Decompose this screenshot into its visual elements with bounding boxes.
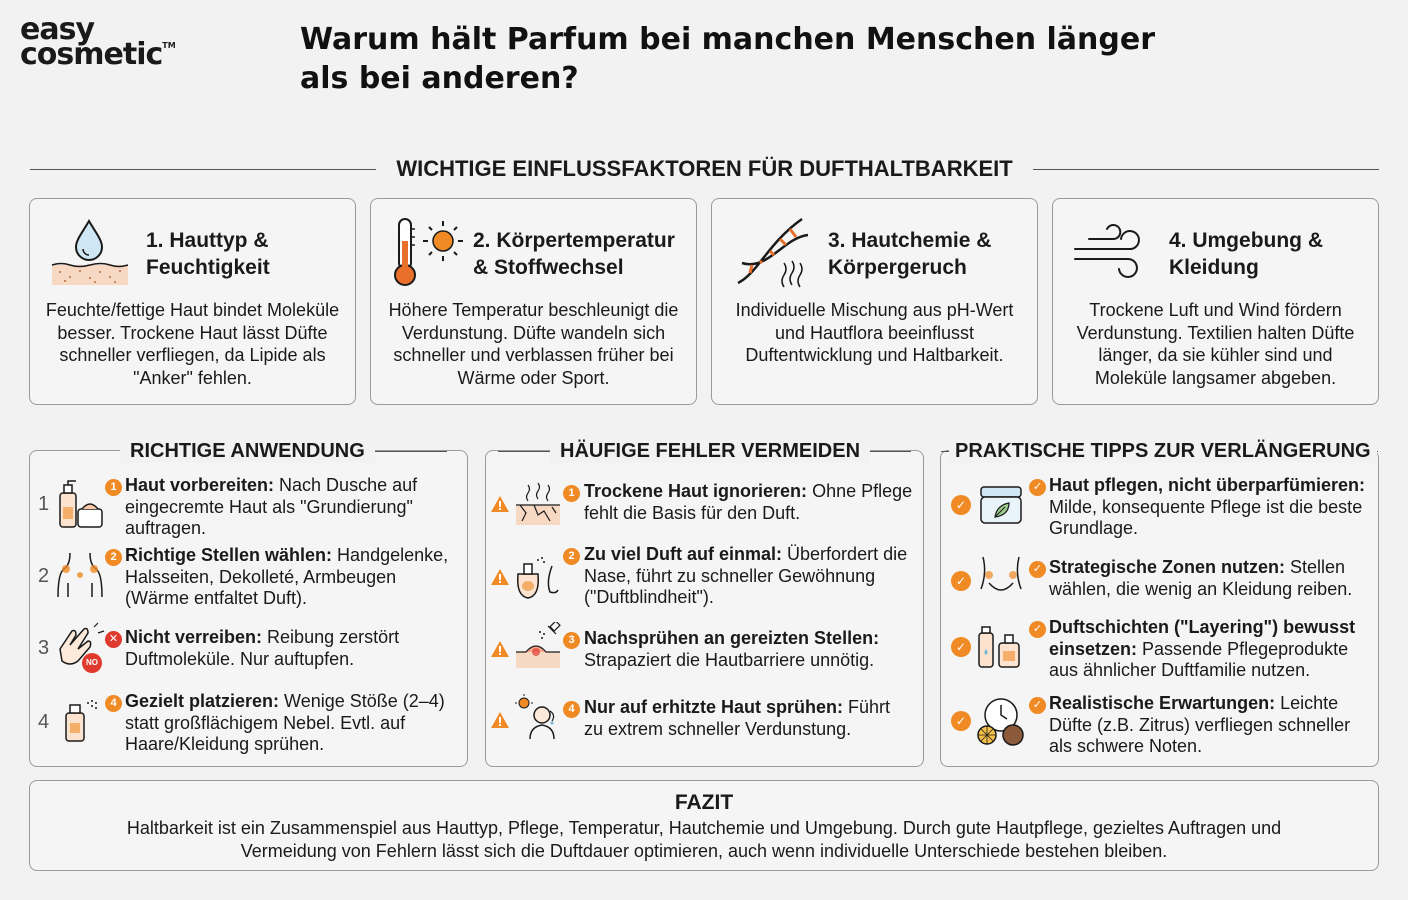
logo-line2: cosmetic	[20, 36, 163, 72]
page-title: Warum hält Parfum bei manchen Menschen l…	[300, 22, 1156, 96]
mistake-item-text: Zu viel Duft auf einmal: Überfordert die…	[584, 544, 908, 607]
application-item-text: Gezielt platzieren: Wenige Stöße (2–4) s…	[125, 691, 445, 754]
perfume-nose-icon	[516, 557, 559, 599]
clock-citrus-icon	[977, 698, 1024, 746]
mistake-marker: 1	[563, 485, 580, 502]
logo-tm: TM	[162, 40, 176, 50]
factor-description: Trockene Luft und Wind fördern Verdunstu…	[1076, 300, 1355, 388]
lotion-bottle-icon	[59, 480, 103, 528]
conclusion-heading: FAZIT	[674, 791, 734, 814]
factor-card-skin-type: 1. Hauttyp & Feuchtigkeit Feuchte/fettig…	[29, 198, 356, 405]
check-icon: ✓	[1029, 479, 1046, 496]
tip-item-text: Haut pflegen, nicht überparfümieren: Mil…	[1049, 475, 1366, 538]
factor-description: Feuchte/fettige Haut bindet Moleküle bes…	[45, 300, 340, 388]
factors-section-heading: WICHTIGE EINFLUSSFAKTOREN FÜR DUFTHALTBA…	[30, 154, 1380, 184]
mistake-marker: 4	[563, 701, 580, 718]
tip-item-text: Strategische Zonen nutzen: Stellen wähle…	[1049, 557, 1353, 599]
warning-icon	[491, 712, 509, 728]
wind-icon	[1074, 224, 1140, 278]
factors-heading-text: WICHTIGE EINFLUSSFAKTOREN FÜR DUFTHALTBA…	[396, 156, 1013, 181]
hot-person-icon	[515, 694, 555, 740]
water-drop-skin-icon	[51, 219, 129, 285]
application-item-text: Nicht verreiben: Reibung zerstört Duftmo…	[125, 627, 400, 669]
step-marker: 1	[105, 479, 122, 496]
irritated-skin-icon	[516, 622, 561, 668]
mistake-item-text: Nur auf erhitzte Haut sprühen: Führt zu …	[584, 697, 891, 739]
dry-skin-icon	[516, 482, 560, 525]
body-points-icon	[57, 552, 103, 598]
factor-card-environment: 4. Umgebung & Kleidung Trockene Luft und…	[1052, 198, 1379, 405]
neck-icon	[980, 556, 1022, 591]
step-marker: 2	[105, 549, 122, 566]
factor-card-skin-chemistry: 3. Hautchemie & Körpergeruch Individuell…	[711, 198, 1038, 405]
application-panel: RICHTIGE ANWENDUNG 1 1 Haut vorbereiten:…	[29, 439, 468, 767]
application-item-text: Richtige Stellen wählen: Handgelenke, Ha…	[125, 545, 449, 608]
application-heading: RICHTIGE ANWENDUNG	[120, 439, 375, 463]
step-marker: 4	[105, 695, 122, 712]
conclusion-text: Haltbarkeit ist ein Zusammenspiel aus Ha…	[126, 818, 1282, 861]
factor-description: Höhere Temperatur beschleunigt die Verdu…	[388, 300, 679, 388]
mistake-marker: 3	[563, 632, 580, 649]
item-number: 4	[38, 711, 50, 733]
check-icon: ✓	[951, 637, 971, 657]
factor-title: 1. Hauttyp & Feuchtigkeit	[146, 229, 270, 279]
mistake-item-text: Nachsprühen an gereizten Stellen: Strapa…	[584, 628, 880, 670]
check-icon: ✓	[951, 711, 971, 731]
check-icon: ✓	[1029, 561, 1046, 578]
dna-icon	[737, 217, 809, 288]
warning-icon	[491, 569, 509, 585]
rubbing-hands-icon	[59, 622, 105, 665]
forbidden-marker: ✕	[105, 631, 122, 648]
application-item-text: Haut vorbereiten: Nach Dusche auf eingec…	[125, 475, 418, 538]
tips-heading: PRAKTISCHE TIPPS ZUR VERLÄNGERUNG	[949, 439, 1377, 463]
check-icon: ✓	[1029, 697, 1046, 714]
factor-title: 4. Umgebung & Kleidung	[1169, 229, 1324, 279]
thermometer-sun-icon	[394, 218, 463, 286]
check-icon: ✓	[951, 571, 971, 591]
conclusion-box: FAZIT Haltbarkeit ist ein Zusammenspiel …	[29, 780, 1379, 871]
factor-card-temperature: 2. Körpertemperatur & Stoffwechsel Höher…	[370, 198, 697, 405]
check-icon: ✓	[1029, 621, 1046, 638]
factor-description: Individuelle Mischung aus pH-Wert und Ha…	[735, 300, 1014, 365]
layering-products-icon	[978, 626, 1020, 668]
mistake-marker: 2	[563, 548, 580, 565]
item-number: 1	[38, 493, 50, 515]
perfume-spray-icon	[65, 700, 97, 742]
warning-icon	[491, 641, 509, 657]
factor-title: 2. Körpertemperatur & Stoffwechsel	[473, 229, 675, 279]
logo-line1: easy	[20, 12, 95, 47]
check-icon: ✓	[951, 495, 971, 515]
mistakes-panel: HÄUFIGE FEHLER VERMEIDEN 1 Trockene Haut…	[485, 439, 924, 767]
mistakes-heading: HÄUFIGE FEHLER VERMEIDEN	[550, 439, 871, 463]
logo: easy cosmeticTM	[20, 12, 176, 69]
tip-item-text: Duftschichten ("Layering") bewusst einse…	[1049, 617, 1356, 680]
factor-title: 3. Hautchemie & Körpergeruch	[828, 229, 992, 279]
tip-item-text: Realistische Erwartungen: Leichte Düfte …	[1049, 693, 1351, 756]
mistake-item-text: Trockene Haut ignorieren: Ohne Pflege fe…	[584, 481, 913, 523]
item-number: 3	[38, 637, 50, 659]
no-badge: NO	[82, 653, 102, 673]
warning-icon	[491, 496, 509, 512]
item-number: 2	[38, 565, 50, 587]
cream-jar-icon	[980, 486, 1022, 524]
tips-panel: PRAKTISCHE TIPPS ZUR VERLÄNGERUNG ✓ ✓ Ha…	[940, 439, 1379, 767]
